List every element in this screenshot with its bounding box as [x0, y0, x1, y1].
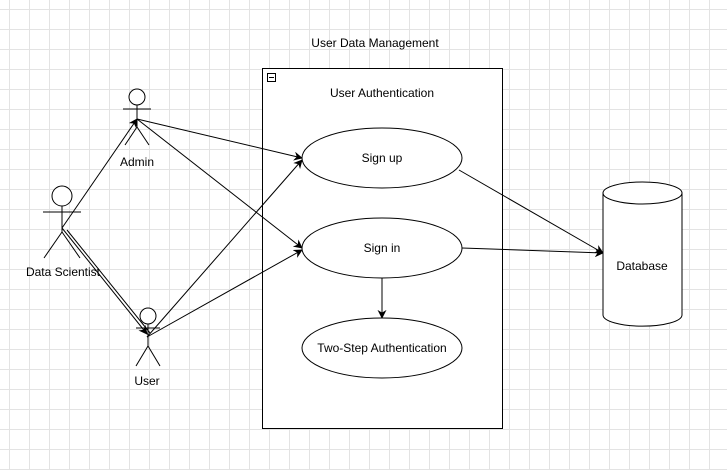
relations	[61, 118, 604, 338]
relation-signup-database[interactable]	[458, 169, 604, 254]
actor-data-scientist[interactable]: Data Scientist	[26, 185, 101, 279]
relation-admin-signup[interactable]	[136, 118, 303, 161]
relation-ds-user-2	[66, 229, 151, 334]
relation-admin-signin[interactable]	[136, 118, 303, 249]
actor-data-scientist-icon	[43, 185, 81, 259]
database-label: Database	[616, 259, 668, 273]
boundary-title: User Authentication	[330, 86, 434, 100]
actor-admin-icon	[123, 88, 151, 146]
actor-admin[interactable]: Admin	[120, 88, 154, 169]
actor-admin-label: Admin	[120, 155, 154, 169]
relation-ds-admin[interactable]	[61, 118, 138, 229]
actor-user-icon	[135, 307, 161, 367]
use-case-signin-label: Sign in	[364, 241, 401, 255]
collapse-icon[interactable]	[267, 73, 276, 82]
use-case-signin[interactable]: Sign in	[301, 217, 463, 279]
use-case-signup[interactable]: Sign up	[301, 127, 463, 189]
actor-user-label: User	[134, 374, 159, 388]
use-case-signup-label: Sign up	[362, 151, 403, 165]
relation-signin-database[interactable]	[461, 247, 604, 258]
actor-user[interactable]: User	[134, 307, 161, 388]
database-cylinder[interactable]: Database	[602, 181, 683, 327]
actor-data-scientist-label: Data Scientist	[26, 265, 101, 279]
diagram-title: User Data Management	[311, 36, 439, 50]
relation-ds-user[interactable]	[61, 227, 148, 335]
relation-user-signin[interactable]	[146, 249, 303, 338]
use-case-two-step[interactable]: Two-Step Authentication	[301, 317, 463, 379]
use-case-two-step-label: Two-Step Authentication	[317, 341, 446, 355]
relation-user-signup[interactable]	[146, 159, 303, 338]
